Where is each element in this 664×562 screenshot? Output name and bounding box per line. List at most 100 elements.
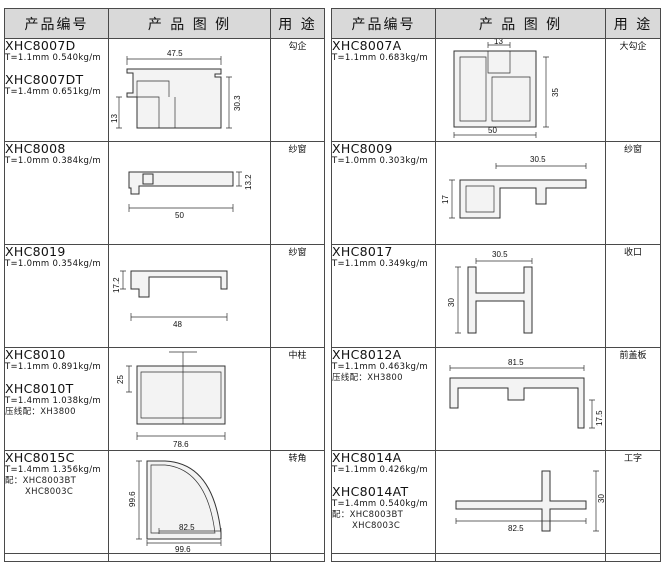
product-figure-cell: 99.6 82.5 99.6	[108, 450, 271, 554]
table-header-row: 产品编号 产 品 图 例 用 途	[4, 8, 325, 39]
product-code-cell: XHC8012A T=1.1mm 0.463kg/m 压线配：XH3800	[331, 347, 436, 451]
dimension-label: 30.5	[492, 250, 508, 259]
model-code: XHC8019	[5, 244, 66, 259]
dimension-label: 81.5	[508, 358, 524, 367]
dimension-line	[487, 42, 511, 48]
product-figure-cell: 81.5 17.5	[435, 347, 606, 451]
model-spec: T=1.4mm 0.651kg/m	[5, 87, 101, 97]
table-row: XHC8019 T=1.0mm 0.354kg/m 48 17.2 纱窗	[4, 244, 325, 348]
dimension-line	[236, 171, 242, 187]
accessory-note: 压线配：XH3800	[332, 373, 403, 383]
dimension-label: 82.5	[179, 523, 195, 532]
header-product-code: 产品编号	[4, 8, 109, 39]
accessory-note: 配：XHC8003BT XHC8003C	[5, 476, 108, 498]
product-code-cell: XHC8015C T=1.4mm 1.356kg/m 配：XHC8003BT X…	[4, 450, 109, 554]
table-row: XHC8012A T=1.1mm 0.463kg/m 压线配：XH3800 81…	[331, 347, 661, 451]
product-figure-cell: 30.5 30	[435, 244, 606, 348]
table-row: XHC8017 T=1.1mm 0.349kg/m 30.5 30 收口	[331, 244, 661, 348]
model-code: XHC8007DT	[5, 72, 84, 87]
dimension-label: 99.6	[175, 545, 191, 554]
header-product-code: 产品编号	[331, 8, 436, 39]
model-code: XHC8007D	[5, 38, 76, 53]
product-code-cell: XHC8009 T=1.0mm 0.303kg/m	[331, 141, 436, 245]
table-row: XHC8009 T=1.0mm 0.303kg/m 30.5 17 纱窗	[331, 141, 661, 245]
profile-shape	[453, 50, 537, 128]
dimension-line	[136, 432, 226, 440]
accessory-extra: XHC8003C	[352, 521, 401, 531]
dimension-label: 13	[494, 39, 503, 46]
profile-shape	[459, 179, 587, 219]
dimension-line	[116, 96, 122, 129]
product-figure-cell: 47.5 13 30.3	[108, 38, 271, 142]
product-code-cell: XHC8010 T=1.1mm 0.891kg/m XHC8010T T=1.4…	[4, 347, 109, 451]
dimension-line	[455, 518, 587, 524]
dimension-label: 17.2	[112, 277, 121, 293]
model-code: XHC8012A	[332, 347, 402, 362]
product-code-cell: XHC8017 T=1.1mm 0.349kg/m	[331, 244, 436, 348]
dimension-label: 25	[116, 375, 125, 384]
product-figure-cell: 48 17.2	[108, 244, 271, 348]
dimension-line	[449, 179, 455, 219]
product-figure-cell: 50 13.2	[108, 141, 271, 245]
header-product-figure: 产 品 图 例	[108, 8, 271, 39]
model-spec: T=1.1mm 0.891kg/m	[5, 362, 101, 372]
profile-drawing: 82.5 30	[455, 470, 606, 533]
product-figure-cell: 13 35 50	[435, 38, 606, 142]
dimension-label: 30.5	[530, 155, 546, 164]
accessory-note: 压线配：XH3800	[5, 407, 76, 417]
profile-drawing: 30.5 17	[441, 155, 587, 219]
product-figure-cell: 82.5 30	[435, 450, 606, 554]
dimension-label: 99.6	[128, 491, 137, 507]
model-spec: T=1.0mm 0.384kg/m	[5, 156, 101, 166]
dimension-line	[543, 56, 549, 128]
dimension-line	[453, 132, 537, 138]
profile-inner-line	[459, 51, 531, 122]
profile-shape	[455, 470, 587, 532]
model-code: XHC8015C	[5, 450, 75, 465]
model-code: XHC8010T	[5, 381, 74, 396]
dimension-line	[455, 266, 461, 334]
profile-drawing: 99.6 82.5 99.6	[128, 460, 222, 554]
dimension-label: 35	[551, 88, 560, 97]
profile-inner-line	[140, 351, 222, 424]
dimension-line	[589, 399, 595, 429]
dimension-line	[126, 365, 132, 393]
model-spec: T=1.1mm 0.426kg/m	[332, 465, 428, 475]
usage-cell: 勾企	[270, 38, 325, 142]
model-spec: T=1.1mm 0.463kg/m	[332, 362, 428, 372]
table-header-row: 产品编号 产 品 图 例 用 途	[331, 8, 661, 39]
product-code-cell: XHC8014A T=1.1mm 0.426kg/m XHC8014AT T=1…	[331, 450, 436, 554]
dimension-label: 30.3	[233, 95, 242, 111]
profile-shape	[467, 266, 533, 334]
header-product-figure: 产 品 图 例	[435, 8, 606, 39]
dimension-label: 13.2	[244, 174, 253, 190]
model-code: XHC8014A	[332, 450, 402, 465]
table-row-stub	[331, 553, 661, 562]
header-usage: 用 途	[605, 8, 661, 39]
profile-shape	[130, 270, 228, 298]
profile-shape	[126, 68, 222, 129]
profile-drawing: 13 35 50	[453, 39, 560, 138]
table-row: XHC8010 T=1.1mm 0.891kg/m XHC8010T T=1.4…	[4, 347, 325, 451]
profile-drawing: 50 13.2	[128, 171, 253, 220]
usage-cell: 转角	[270, 450, 325, 554]
table-row-stub	[4, 553, 325, 562]
dimension-line	[126, 56, 222, 65]
profile-shape	[449, 377, 585, 429]
dimension-line	[136, 460, 142, 540]
usage-cell: 纱窗	[605, 141, 661, 245]
dimension-label: 47.5	[167, 49, 183, 58]
dimension-label: 48	[173, 320, 182, 329]
table-row: XHC8007D T=1.1mm 0.540kg/m XHC8007DT T=1…	[4, 38, 325, 142]
dimension-label: 17	[441, 195, 450, 204]
model-code: XHC8007A	[332, 38, 402, 53]
model-spec: T=1.4mm 1.038kg/m	[5, 396, 101, 406]
dimension-label: 78.6	[173, 440, 189, 449]
model-code: XHC8008	[5, 141, 66, 156]
profile-drawing: 78.6 25	[116, 351, 226, 449]
profile-drawing: 47.5 13 30.3	[110, 49, 242, 129]
model-code: XHC8010	[5, 347, 66, 362]
dimension-line	[495, 163, 587, 169]
dimension-label: 50	[488, 126, 497, 135]
